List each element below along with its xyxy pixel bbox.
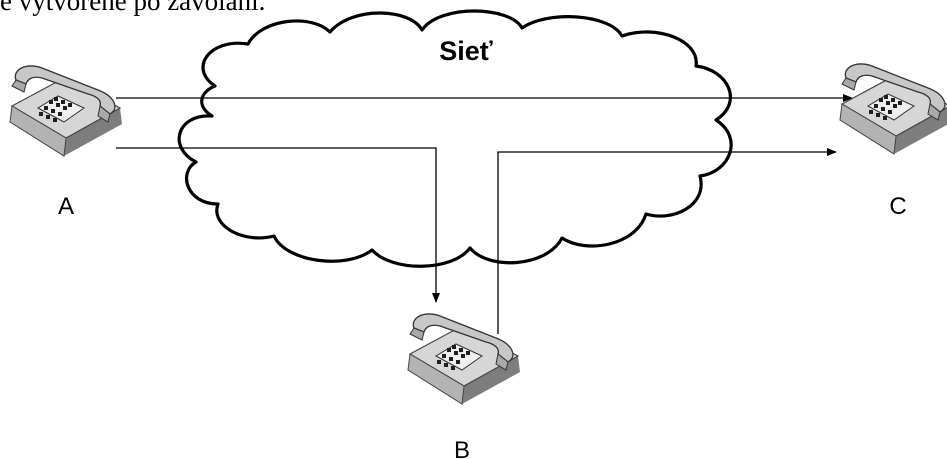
phone-b: B [407,313,521,459]
phone-b-icon [407,313,521,405]
phone-b-label: B [454,437,470,459]
phone-c: C [839,63,947,220]
phone-c-icon [839,63,947,155]
phone-c-label: C [889,193,906,220]
phone-a: A [9,65,123,220]
heading-fragment: e vytvorené po zavolaní. [0,0,266,16]
network-label: Sieť [439,36,493,66]
phone-a-icon [9,65,123,157]
network-cloud: Sieť [177,9,733,268]
phone-a-label: A [58,193,74,220]
connection-a-to-b [116,147,440,303]
connection-b-to-c [497,148,837,334]
connections [116,94,853,334]
